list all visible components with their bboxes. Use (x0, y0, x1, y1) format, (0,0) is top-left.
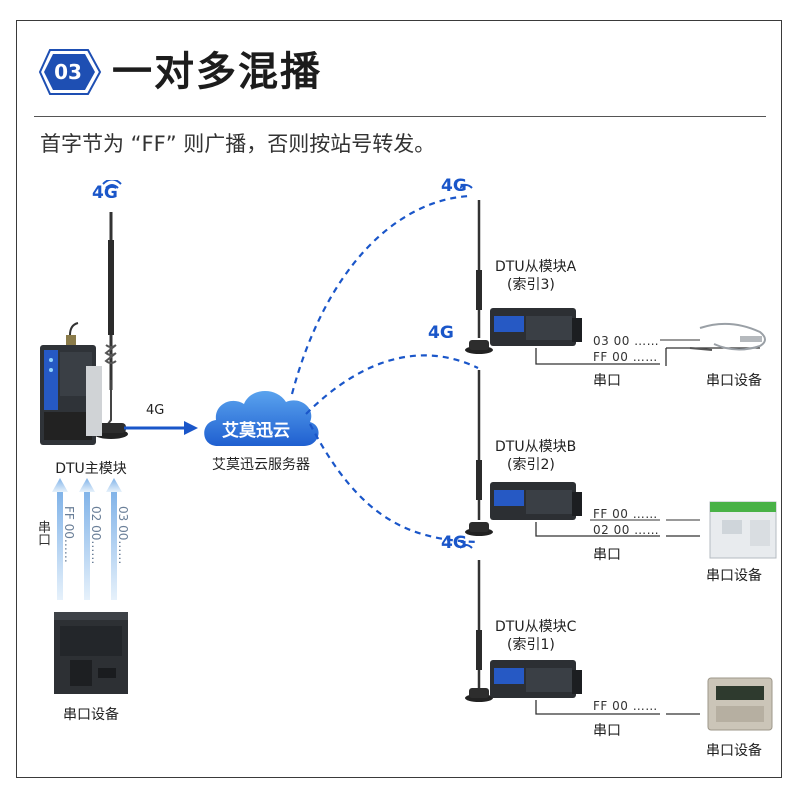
link-to-slave-c (309, 423, 479, 544)
slave-c-art (460, 544, 773, 731)
slave-b-antenna-icon (465, 370, 493, 536)
cloud-icon (204, 390, 319, 446)
slave-c-device-label: 串口设备 (706, 743, 762, 759)
link-4g-label: 4G (146, 403, 165, 418)
slave-c-serial-label: 串口 (593, 723, 621, 739)
slave-b-4g-label: 4G (428, 323, 454, 343)
slave-c-index: (索引1) (507, 637, 555, 653)
slave-c-signal-icon (460, 544, 473, 549)
slave-a-data-2: FF 00 …… (593, 350, 658, 364)
dtu-master-icon (40, 322, 102, 445)
master-side-art (40, 180, 128, 694)
slave-a-serial-label: 串口 (593, 373, 621, 389)
slave-a-art (460, 184, 766, 366)
slave-c-antenna-icon (465, 560, 493, 702)
page-title: 一对多混播 (112, 49, 322, 95)
title-divider (34, 116, 766, 117)
page-subtitle: 首字节为 “FF” 则广播，否则按站号转发。 (40, 132, 436, 156)
outer-frame (16, 20, 782, 778)
slave-c-data-1: FF 00 …… (593, 699, 658, 713)
energy-meter-icon (709, 501, 777, 559)
plc-device-icon (54, 612, 128, 694)
slave-b-serial-label: 串口 (593, 547, 621, 563)
slave-b-data-2: 02 00 …… (593, 523, 660, 537)
weighing-indicator-icon (707, 677, 773, 731)
slave-b-data-1: FF 00 …… (593, 507, 658, 521)
slave-a-index: (索引3) (507, 277, 555, 293)
cloud-label: 艾莫迅云服务器 (212, 457, 310, 473)
master-data-line-2: 02 00…… (89, 506, 103, 565)
master-data-line-1: FF 00…… (62, 506, 76, 563)
master-4g-label: 4G (92, 183, 118, 203)
dtu-slave-a-icon (490, 308, 582, 346)
master-signal-icon (102, 180, 122, 189)
serial-arrows-icon (52, 478, 122, 600)
slave-b-index: (索引2) (507, 457, 555, 473)
slave-a-signal-icon (460, 184, 473, 189)
dtu-slave-c-icon (490, 660, 582, 698)
slave-b-art (465, 370, 777, 559)
step-badge-icon (38, 49, 102, 95)
cloud-name: 艾莫迅云 (222, 421, 290, 441)
master-serial-label: 串口 (35, 520, 50, 546)
temperature-sensor-icon (689, 322, 766, 351)
link-arrow-icon (124, 421, 198, 435)
master-label: DTU主模块 (55, 461, 127, 477)
slave-a-antenna-icon (465, 200, 493, 354)
slave-c-name: DTU从模块C (495, 619, 577, 635)
slave-a-device-label: 串口设备 (706, 373, 762, 389)
link-to-slave-a-lower (305, 354, 479, 415)
master-data-line-3: 03 00…… (116, 506, 130, 565)
slave-a-4g-label: 4G (441, 176, 467, 196)
slave-b-device-label: 串口设备 (706, 568, 762, 584)
master-antenna-icon (94, 212, 128, 439)
link-to-slave-a (290, 194, 471, 395)
master-device-label: 串口设备 (63, 707, 119, 723)
slave-b-name: DTU从模块B (495, 439, 577, 455)
slave-a-data-1: 03 00 …… (593, 334, 660, 348)
slave-a-name: DTU从模块A (495, 259, 577, 275)
step-number: 03 (54, 60, 82, 84)
dtu-slave-b-icon (490, 482, 582, 520)
